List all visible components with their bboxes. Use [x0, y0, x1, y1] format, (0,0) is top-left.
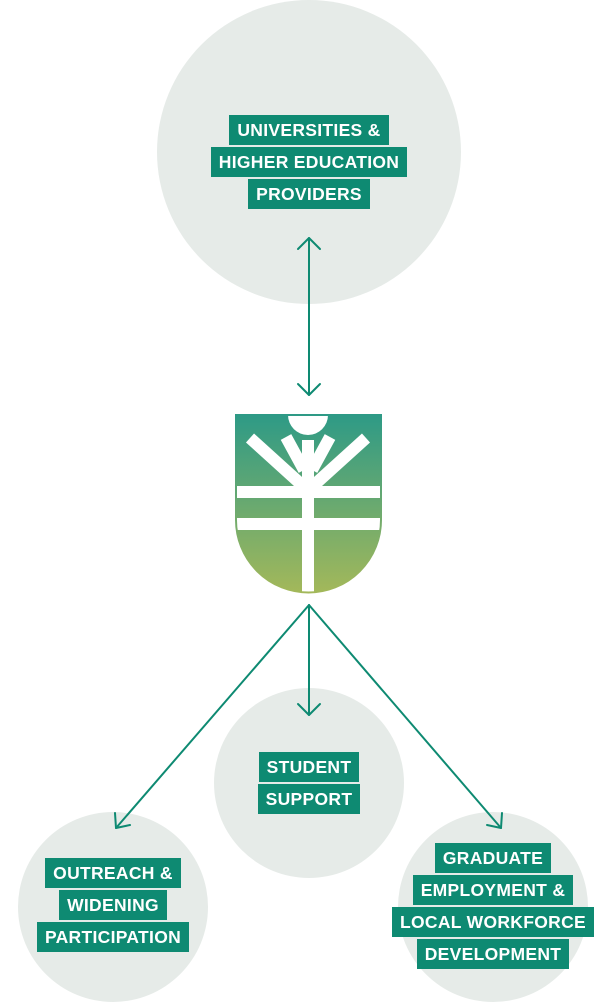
label-line: GRADUATE: [434, 843, 552, 873]
label-line: EMPLOYMENT &: [412, 875, 574, 905]
label-student-support: STUDENT SUPPORT: [214, 752, 404, 816]
label-outreach: OUTREACH & WIDENING PARTICIPATION: [18, 858, 208, 954]
label-line: LOCAL WORKFORCE: [392, 907, 594, 937]
node-circle-student-support: [214, 688, 404, 878]
label-line: SUPPORT: [257, 784, 361, 814]
shield-tree-logo-icon: [235, 414, 382, 596]
label-line: HIGHER EDUCATION: [210, 147, 408, 177]
label-line: STUDENT: [258, 752, 360, 782]
label-line: PROVIDERS: [248, 179, 370, 209]
label-line: UNIVERSITIES &: [229, 115, 389, 145]
arrow-universities-to-logo: [297, 237, 321, 396]
label-line: DEVELOPMENT: [416, 939, 570, 969]
label-universities: UNIVERSITIES & HIGHER EDUCATION PROVIDER…: [157, 115, 461, 211]
label-graduate-employment: GRADUATE EMPLOYMENT & LOCAL WORKFORCE DE…: [378, 843, 606, 971]
label-line: WIDENING: [59, 890, 167, 920]
label-line: OUTREACH &: [45, 858, 181, 888]
arrows-logo-to-outcomes: [114, 604, 503, 829]
label-line: PARTICIPATION: [36, 922, 190, 952]
